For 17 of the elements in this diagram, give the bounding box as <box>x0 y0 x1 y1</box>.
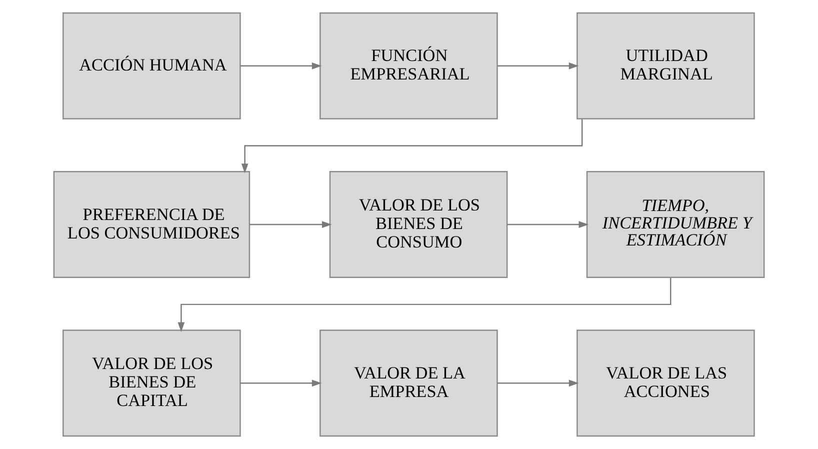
node-box: FUNCIÓN EMPRESARIAL <box>320 12 498 120</box>
arrow <box>250 221 332 228</box>
node-box: PREFERENCIA DE LOS CONSUMIDORES <box>53 171 250 278</box>
node-box: ACCIÓN HUMANA <box>62 12 241 120</box>
node-box: VALOR DE LOS BIENES DE CONSUMO <box>329 171 508 278</box>
node-box: TIEMPO, INCERTIDUMBRE Y ESTIMACIÓN <box>586 171 765 278</box>
arrow <box>498 380 579 387</box>
arrow <box>507 221 589 228</box>
node-box: UTILIDAD MARGINAL <box>576 12 755 120</box>
arrow <box>240 380 322 387</box>
arrow <box>240 62 322 70</box>
node-box: VALOR DE LOS BIENES DE CAPITAL <box>62 330 241 437</box>
node-box: VALOR DE LAS ACCIONES <box>576 330 755 437</box>
arrow <box>241 119 583 174</box>
node-box: VALOR DE LA EMPRESA <box>320 330 498 437</box>
arrow <box>498 62 579 70</box>
arrow <box>178 278 672 332</box>
